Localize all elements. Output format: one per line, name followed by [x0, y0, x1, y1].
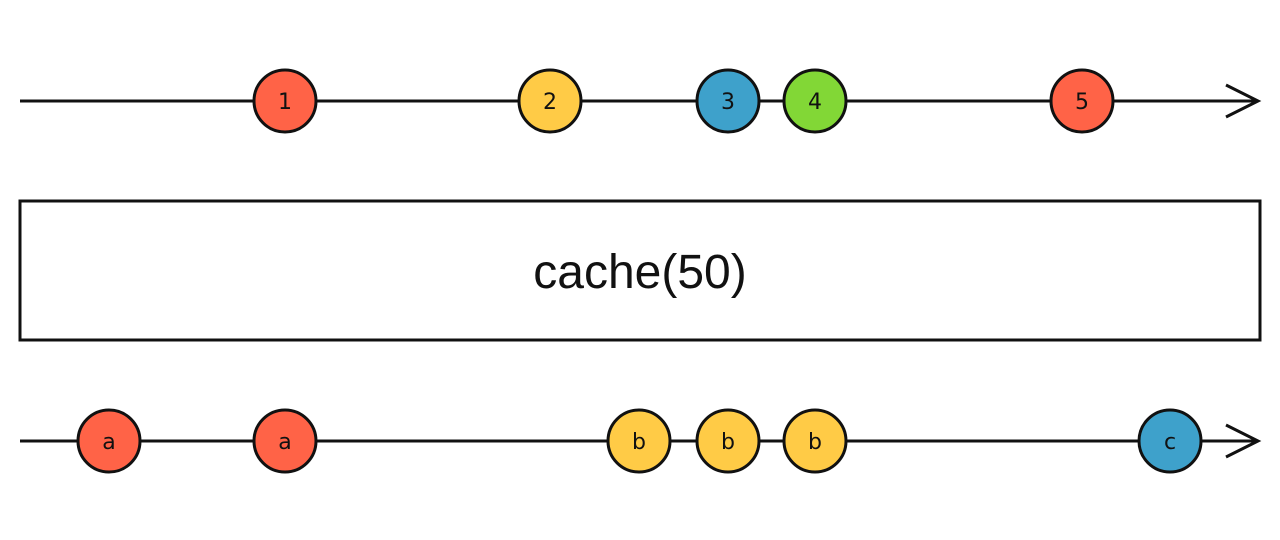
result-marble: a: [76, 408, 142, 474]
source-marble: 2: [517, 68, 583, 134]
result-marble-label: c: [1164, 430, 1176, 455]
source-marble-circle: [517, 68, 583, 134]
source-marble: 4: [782, 68, 848, 134]
source-marble-circle: [695, 68, 761, 134]
result-marble-circle: [252, 408, 318, 474]
source-marble: 3: [695, 68, 761, 134]
source-marble-label: 5: [1075, 90, 1089, 115]
operator-box: cache(50): [18, 199, 1262, 342]
result-marble-label: a: [278, 430, 291, 455]
source-marble: 5: [1049, 68, 1115, 134]
source-marble-label: 3: [721, 90, 735, 115]
result-marble-label: a: [102, 430, 115, 455]
result-timeline-arrowhead: [1225, 423, 1262, 459]
source-marble: 1: [252, 68, 318, 134]
source-marbles: 1 2 3 4 5: [252, 68, 1115, 134]
operator-label: cache(50): [533, 246, 746, 299]
result-marble: c: [1137, 408, 1203, 474]
source-timeline: 1 2 3 4 5: [20, 68, 1262, 134]
source-marble-circle: [252, 68, 318, 134]
result-marble-circle: [606, 408, 672, 474]
result-marble-circle: [782, 408, 848, 474]
result-marble-label: b: [721, 430, 735, 455]
result-marble-circle: [1137, 408, 1203, 474]
result-marble-circle: [695, 408, 761, 474]
result-marble-label: b: [632, 430, 646, 455]
source-timeline-arrowhead: [1225, 83, 1262, 119]
source-marble-label: 2: [543, 90, 557, 115]
source-marble-circle: [782, 68, 848, 134]
result-marble-label: b: [808, 430, 822, 455]
source-marble-label: 4: [808, 90, 822, 115]
source-marble-circle: [1049, 68, 1115, 134]
result-marble: b: [782, 408, 848, 474]
source-marble-label: 1: [278, 90, 292, 115]
operator-box-frame: [18, 199, 1262, 342]
result-marble: a: [252, 408, 318, 474]
result-marble: b: [695, 408, 761, 474]
result-marble: b: [606, 408, 672, 474]
result-marble-circle: [76, 408, 142, 474]
